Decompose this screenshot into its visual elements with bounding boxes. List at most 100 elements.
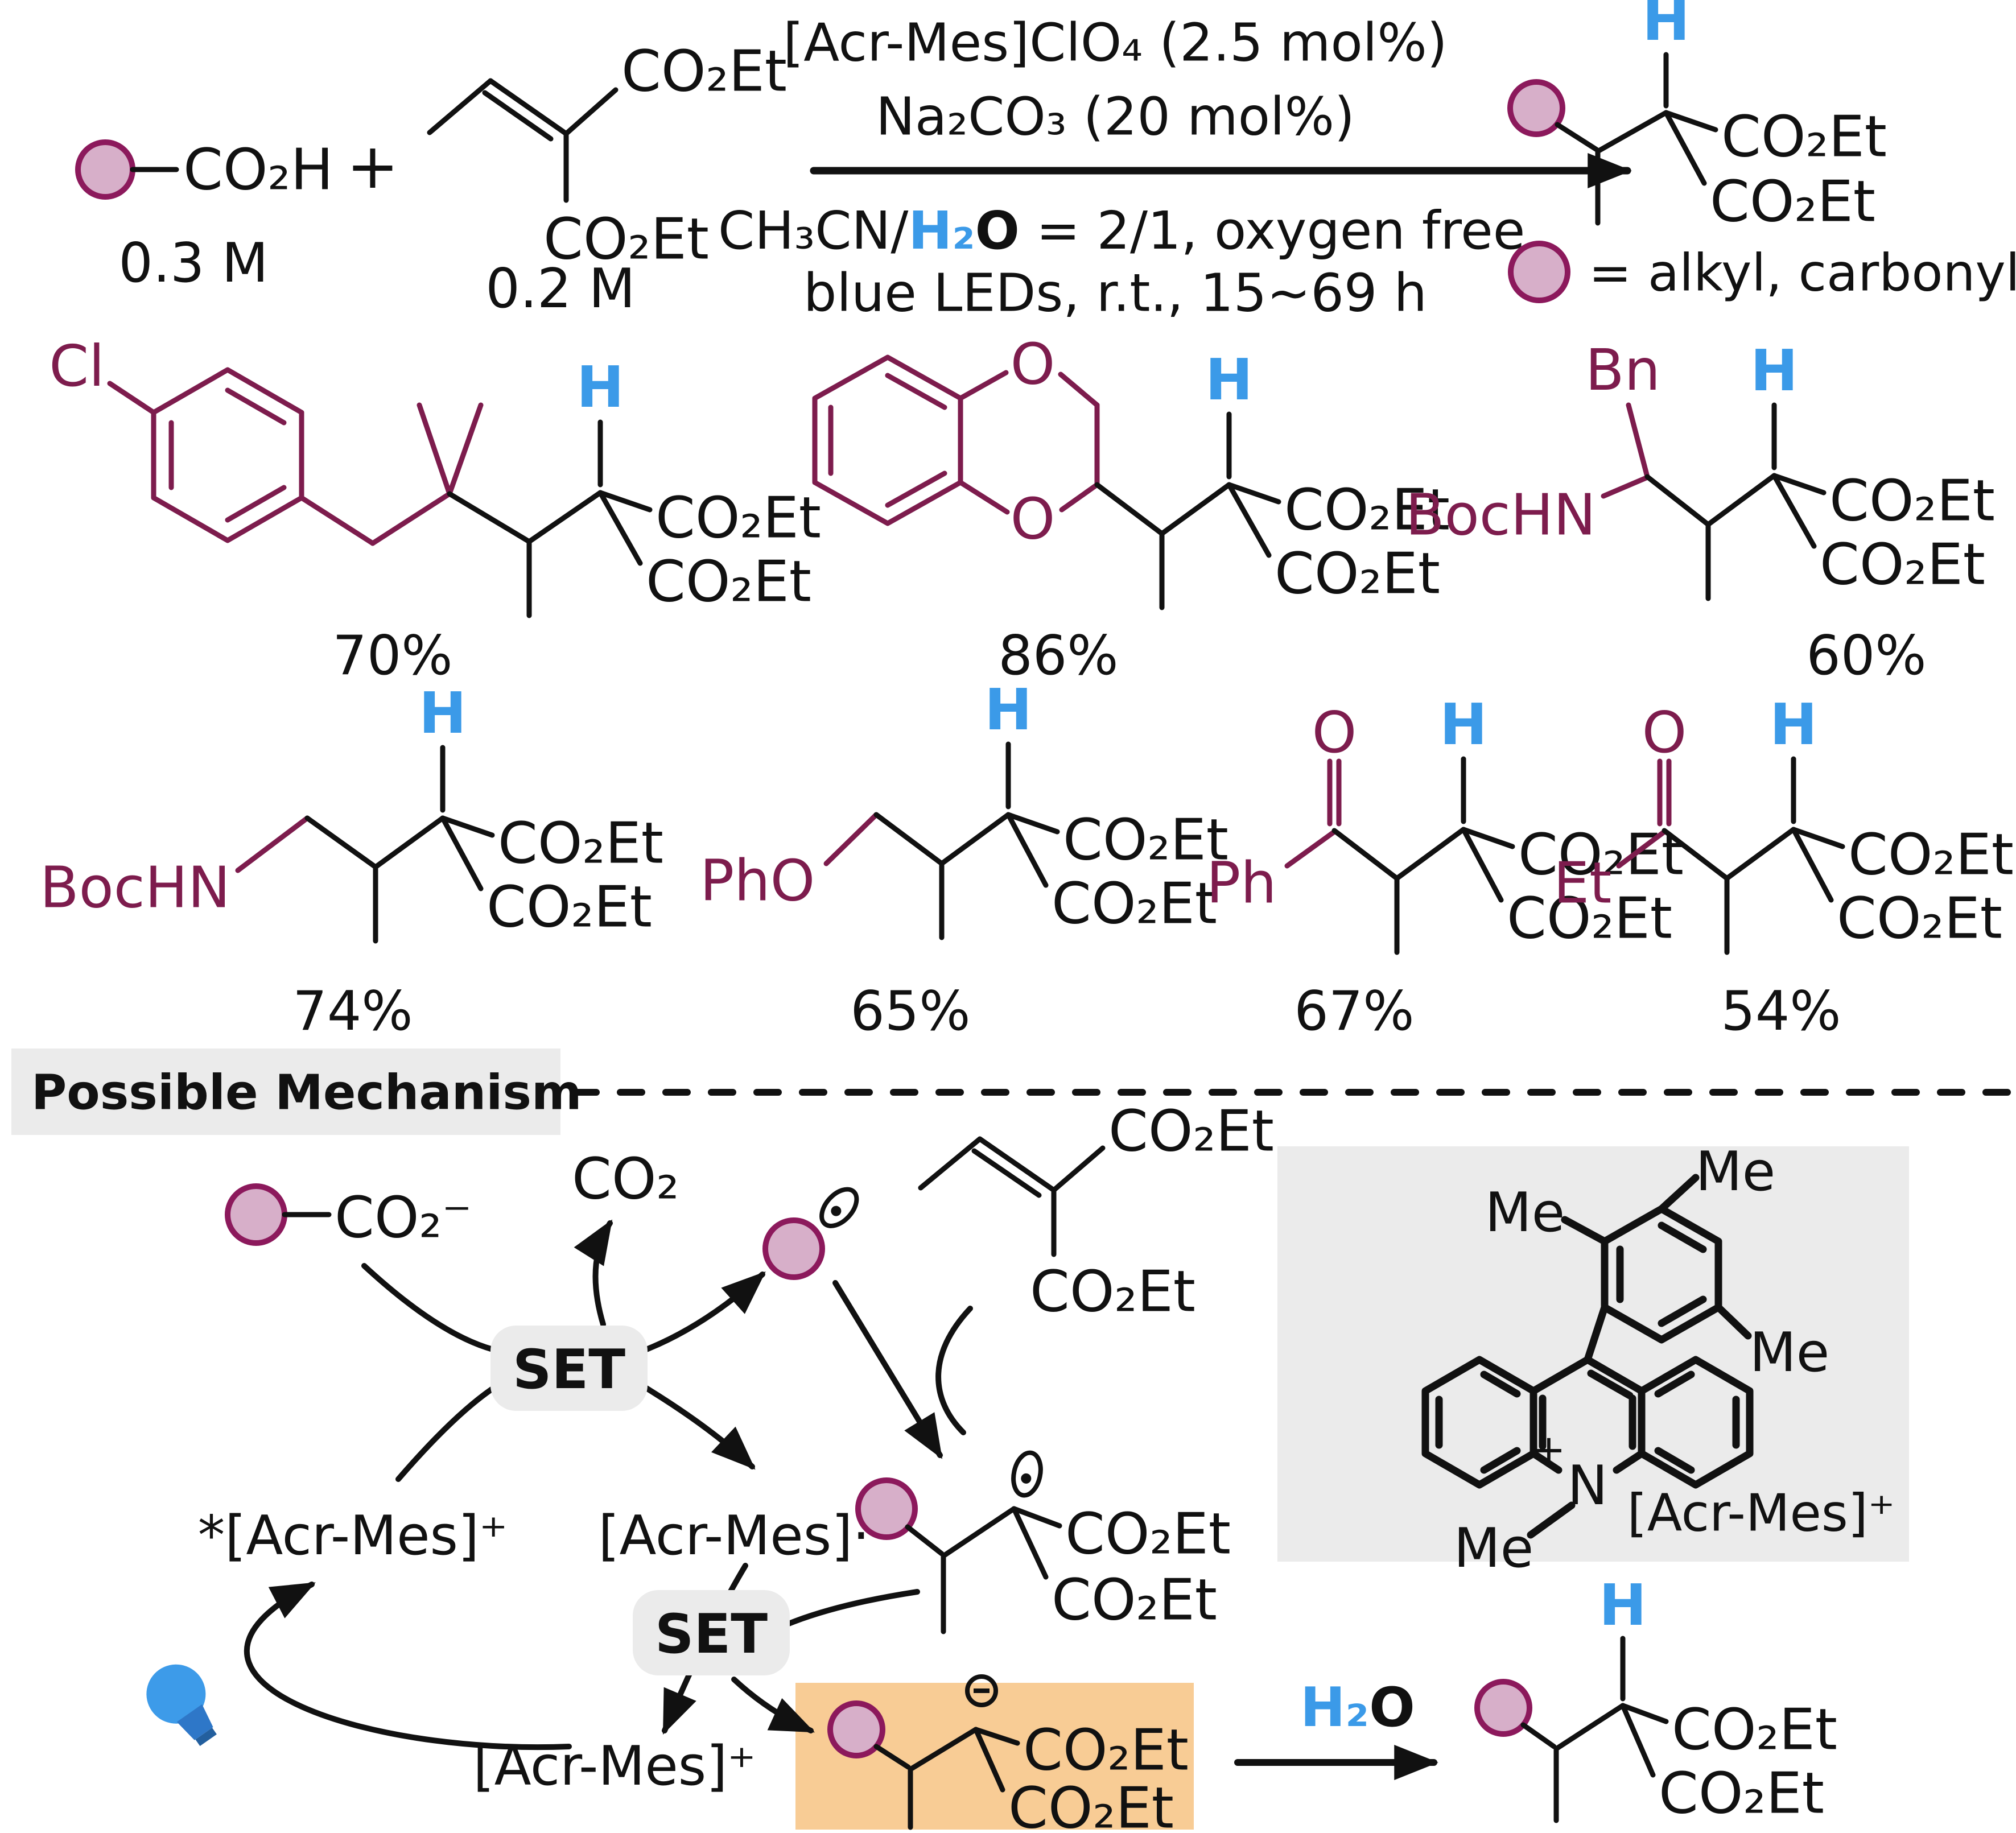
alkene-ester-top-label: CO₂Et [621,38,787,105]
yield-label: 65% [850,980,970,1043]
ester-top-label: CO₂Et [498,810,663,877]
set1-label: SET [513,1339,625,1401]
bochn-label: BocHN [40,854,230,921]
set1-arrow-in-top [361,1263,496,1352]
yield-label: 70% [332,625,452,687]
legend-label: = alkyl, carbonyl [1589,243,2016,303]
h-label: H [984,676,1032,743]
h-label: H [1750,337,1798,404]
product-65: PhO H CO₂Et CO₂Et 65% [700,676,1228,1043]
product-74: BocHN H CO₂Et CO₂Et 74% [40,680,663,1043]
ester-bottom-label: CO₂Et [646,548,811,615]
ester-top-label: CO₂Et [655,485,821,551]
h-label: H [1770,691,1817,758]
carbonyl-o-label: O [1312,699,1357,766]
ester-top-label: CO₂Et [1108,1098,1274,1165]
ester-top-label: CO₂Et [1829,468,1995,534]
acid-concentration-label: 0.3 M [118,232,268,295]
r-group-circle [855,1477,918,1540]
me-ortho-left-label: Me [1485,1182,1565,1244]
product-54: Et O H CO₂Et CO₂Et 54% [1553,691,2014,1043]
carboxylate-structure: CO₂⁻ [225,1183,472,1251]
alkene-concentration-label: 0.2 M [485,258,635,320]
h-label: H [1599,1572,1647,1638]
ester-top-label: CO₂Et [1848,821,2014,888]
bochn-label: BocHN [1405,482,1596,548]
carbonyl-o-label: O [1642,699,1687,766]
r-group-circle [225,1183,287,1246]
me-n-label: Me [1454,1517,1533,1580]
ph-label: Ph [1206,850,1277,916]
n-atom-label: N [1567,1455,1607,1517]
set1-arrow-in-bottom [395,1386,494,1482]
catalyst-structure-box: N + Me Me Me Me [Acr-Mes]⁺ [1277,1141,1909,1580]
carbanion-structure: CO₂Et CO₂Et [827,1674,1189,1833]
h-label: H [576,354,624,420]
ester-top-label: CO₂Et [1721,104,1887,170]
mechanism-section: Possible Mechanism CO₂⁻ CO₂ SET *[Acr-Me… [11,1048,2016,1833]
condition-catalyst-label: [Acr-Mes]ClO₄ (2.5 mol%) [783,13,1447,73]
carbanion-minus-icon [965,1674,998,1707]
ester-bottom-label: CO₂Et [1710,168,1875,235]
ester-top-label: CO₂Et [1023,1717,1189,1784]
product-86: O O H CO₂Et CO₂Et 86% [812,331,1450,687]
pho-label: PhO [700,848,815,914]
alkene-addition-curve [935,1306,973,1435]
r-group-circle [75,139,135,200]
ester-bottom-label: CO₂Et [487,874,652,940]
header-scheme: CO₂H 0.3 M + CO₂Et CO₂Et 0.2 M [Acr-Mes]… [75,0,2016,324]
et-label: Et [1553,850,1611,916]
product-70: Cl H CO₂Et CO₂Et 70% [49,333,821,687]
set2-label: SET [655,1603,768,1666]
ester-bottom-label: CO₂Et [1052,1567,1217,1633]
excited-catalyst-label: *[Acr-Mes]⁺ [198,1505,508,1567]
product-60: BocHN Bn H CO₂Et CO₂Et 60% [1405,337,1995,687]
ester-bottom-label: CO₂Et [1052,870,1217,937]
radical-addition-arrow [832,1280,943,1459]
condition-light-label: blue LEDs, r.t., 15~69 h [803,263,1427,324]
me-ortho-right-label: Me [1750,1322,1829,1384]
n-plus-label: + [1532,1426,1566,1473]
set2-box [633,1590,790,1675]
mechanism-header-label: Possible Mechanism [31,1065,582,1121]
set1-arrow-out-bottom [644,1385,756,1470]
ester-top-label: CO₂Et [1065,1501,1231,1567]
ester-bottom-label: CO₂Et [1275,540,1440,607]
h-label: H [1440,691,1487,758]
h-label: H [419,680,467,746]
legend: = alkyl, carbonyl [1508,241,2016,303]
reaction-conditions: [Acr-Mes]ClO₄ (2.5 mol%) Na₂CO₃ (20 mol%… [718,13,1632,324]
alkyl-radical [762,1187,859,1280]
o-top-label: O [1011,331,1056,398]
o-bottom-label: O [1011,486,1056,552]
r-group-circle [1474,1679,1532,1737]
product-67: Ph O H CO₂Et CO₂Et 67% [1206,691,1684,1043]
light-bulb-icon [146,1664,217,1747]
mechanism-alkene-structure: CO₂Et CO₂Et [918,1098,1274,1325]
yield-label: 67% [1294,980,1414,1043]
h2o-label: H₂O [1300,1677,1415,1739]
ester-top-label: CO₂Et [1518,821,1684,888]
carboxylate-label: CO₂⁻ [335,1184,472,1251]
h-label: H [1205,346,1253,413]
ester-bottom-label: CO₂Et [1837,885,2002,952]
set1-arrow-out-top [644,1271,766,1352]
radical-adduct-structure: CO₂Et CO₂Et [855,1450,1231,1634]
me-para-label: Me [1696,1141,1775,1203]
catalyst-box-label: [Acr-Mes]⁺ [1627,1484,1895,1543]
ester-bottom-label: CO₂Et [1820,531,1985,598]
final-product-structure: H CO₂Et CO₂Et [1474,1572,1837,1827]
alkene-structure: CO₂Et CO₂Et 0.2 M [427,38,787,320]
acid-formula-label: CO₂H [183,137,333,203]
radical-dot-icon [819,1187,859,1228]
radical-dot-icon [1011,1450,1043,1498]
ester-bottom-label: CO₂Et [1030,1258,1195,1325]
ester-top-label: CO₂Et [1284,477,1450,543]
alkene-ester-bottom-label: CO₂Et [543,206,709,273]
condition-base-label: Na₂CO₃ (20 mol%) [876,86,1355,147]
r-group-circle [1507,79,1565,137]
header-product-structure: H CO₂Et CO₂Et [1507,0,1887,235]
cl-label: Cl [49,333,105,399]
